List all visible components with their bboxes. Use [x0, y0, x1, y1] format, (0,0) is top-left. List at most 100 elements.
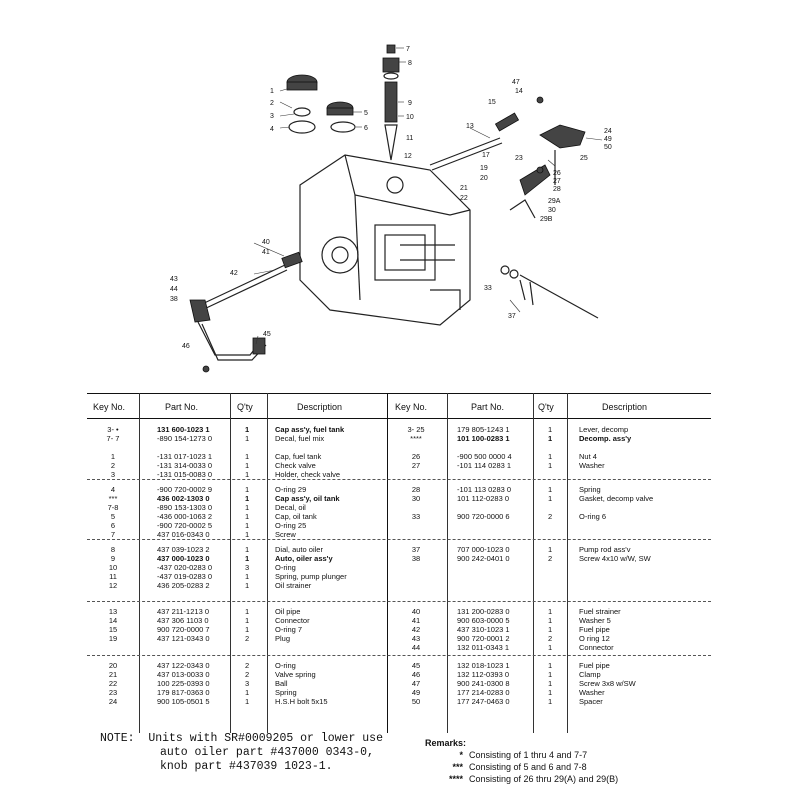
callout-4: 4	[270, 126, 274, 133]
cell-key-left: 1	[110, 452, 116, 461]
callout-22: 22	[460, 195, 468, 202]
callout-10: 10	[406, 114, 414, 121]
cell-part-right: 132 011-0343 1	[457, 643, 509, 652]
cell-desc-left: Decal, fuel mix	[275, 434, 325, 443]
parts-list-table: Key No. Part No. Q'ty Description Key No…	[87, 393, 711, 733]
remark-item: ****Consisting of 26 thru 29(A) and 29(B…	[425, 773, 618, 785]
callout-29a: 29A	[548, 198, 561, 205]
cell-part-right: 132 112-0393 0	[457, 670, 509, 679]
cell-desc-right: Fuel strainer	[579, 607, 621, 616]
cell-key-right: 44	[411, 643, 421, 652]
cell-part-left: -900 720-0002 9	[157, 485, 213, 494]
group-separator	[87, 601, 711, 602]
cell-desc-left: Spring, pump plunger	[275, 572, 347, 581]
header-key-no: Key No.	[93, 402, 126, 412]
cell-qty-right: 1	[548, 434, 553, 443]
callout-leaders	[253, 47, 603, 345]
cell-qty-right: 1	[548, 545, 553, 554]
callout-11: 11	[406, 135, 413, 142]
cell-key-left: 12	[108, 581, 118, 590]
cell-key-left: 9	[110, 554, 116, 563]
cell-key-left: 20	[108, 661, 118, 670]
cell-qty-right: 1	[548, 485, 553, 494]
cell-desc-right: Clamp	[579, 670, 601, 679]
cell-part-right: 179 805-1243 1	[457, 425, 510, 434]
note-label: NOTE:	[100, 732, 135, 745]
cell-desc-left: Ball	[275, 679, 288, 688]
header-qty: Q'ty	[237, 402, 253, 412]
cell-key-right: 30	[411, 494, 421, 503]
cell-desc-right: Decomp. ass'y	[579, 434, 632, 443]
cell-qty-right: 1	[548, 679, 553, 688]
cell-key-left: 14	[108, 616, 118, 625]
cell-key-right: 50	[411, 697, 421, 706]
cell-desc-left: Screw	[275, 530, 296, 539]
callout-47: 47	[512, 79, 520, 86]
cell-part-right: 437 310-1023 1	[457, 625, 510, 634]
callout-50: 50	[604, 144, 612, 151]
callout-30: 30	[548, 207, 556, 214]
cell-qty-right: 1	[548, 697, 553, 706]
cell-part-left: 437 121-0343 0	[157, 634, 210, 643]
cell-part-left: -890 154-1273 0	[157, 434, 213, 443]
cell-part-left: 179 817-0363 0	[157, 688, 210, 697]
callout-19: 19	[480, 165, 488, 172]
cell-desc-right: O ring 12	[579, 634, 610, 643]
cell-part-left: -436 000-1063 2	[157, 512, 213, 521]
cell-qty-left: 1	[245, 688, 250, 697]
cell-part-left: -131 015-0083 0	[157, 470, 213, 479]
oil-pipe	[429, 96, 544, 171]
remarks-block: Remarks: *Consisting of 1 thru 4 and 7-7…	[425, 737, 618, 785]
cell-desc-right: Fuel pipe	[579, 625, 610, 634]
cell-qty-right: 1	[548, 494, 553, 503]
cell-key-right: 45	[411, 661, 421, 670]
cell-desc-left: O-ring 25	[275, 521, 307, 530]
cell-part-right: 900 242-0401 0	[457, 554, 510, 563]
fuel-tank-cap	[286, 74, 318, 134]
cell-part-left: 437 039-1023 2	[157, 545, 210, 554]
cell-part-right: 900 603-0000 5	[457, 616, 510, 625]
cell-key-right: 47	[411, 679, 421, 688]
callout-7: 7	[406, 46, 410, 53]
cell-part-left: 437 306 1103 0	[157, 616, 209, 625]
callout-17: 17	[482, 152, 490, 159]
cell-qty-right: 2	[548, 554, 553, 563]
cell-key-right: 46	[411, 670, 421, 679]
cell-qty-right: 1	[548, 461, 553, 470]
cell-part-left: -437 020-0283 0	[157, 563, 213, 572]
cell-part-right: 101 100-0283 1	[457, 434, 510, 443]
cell-desc-left: Dial, auto oiler	[275, 545, 323, 554]
cell-qty-left: 1	[245, 625, 250, 634]
cell-key-left: ***	[108, 494, 118, 503]
remark-text: Consisting of 5 and 6 and 7-8	[469, 762, 587, 772]
callout-21: 21	[460, 185, 468, 192]
cell-qty-left: 2	[245, 661, 250, 670]
cell-part-left: -900 720-0002 5	[157, 521, 213, 530]
callout-6: 6	[364, 125, 368, 132]
decomp-lever	[509, 124, 586, 219]
callout-9: 9	[408, 100, 412, 107]
cell-desc-left: O-ring 7	[275, 625, 303, 634]
cell-desc-left: O-ring	[275, 563, 296, 572]
cell-desc-left: Holder, check valve	[275, 470, 341, 479]
group-separator	[87, 479, 711, 480]
header-part-no-right: Part No.	[471, 402, 505, 412]
cell-key-left: 5	[110, 512, 116, 521]
cell-key-right: 41	[411, 616, 421, 625]
cell-part-left: -131 017-1023 1	[157, 452, 213, 461]
cell-desc-right: Spacer	[579, 697, 603, 706]
cell-part-right: 177 247-0463 0	[457, 697, 510, 706]
callout-44: 44	[170, 286, 178, 293]
callout-15: 15	[488, 99, 496, 106]
cell-qty-right: 1	[548, 616, 553, 625]
cell-part-left: 436 205-0283 2	[157, 581, 210, 590]
header-qty-right: Q'ty	[538, 402, 554, 412]
oil-tank-cap	[326, 101, 356, 133]
cell-part-left: 436 002-1303 0	[157, 494, 210, 503]
callout-14: 14	[515, 88, 523, 95]
cell-desc-left: Check valve	[275, 461, 316, 470]
cell-part-left: 100 225-0393 0	[157, 679, 210, 688]
callout-labels: 1 2 3 4 5 6 7 8 9 10 11 12 13 14 15 17 1…	[170, 46, 612, 350]
cell-qty-left: 3	[245, 563, 250, 572]
callout-29b: 29B	[540, 216, 553, 223]
